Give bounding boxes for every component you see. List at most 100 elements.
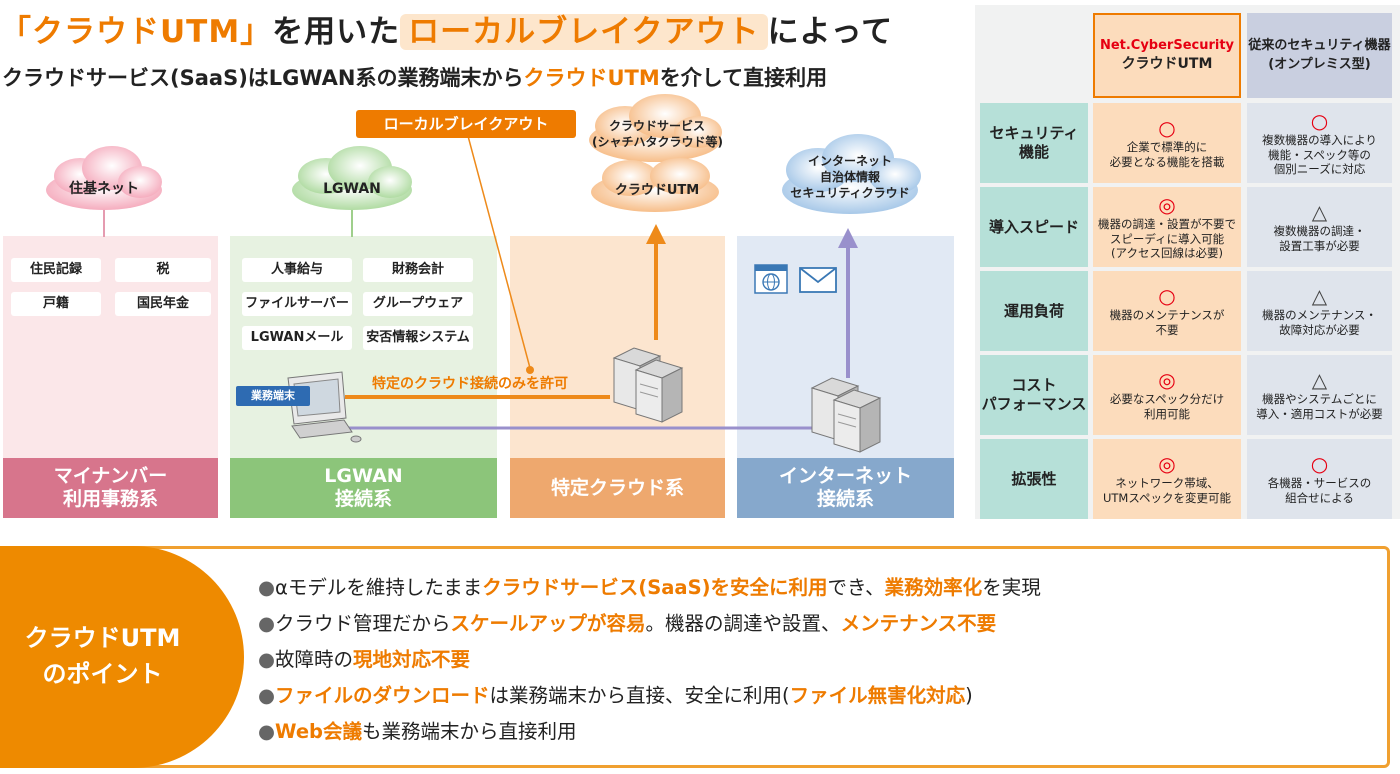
row-head-line: コスト	[1011, 376, 1057, 395]
cell-line: スピーディに導入可能	[1109, 231, 1225, 246]
cell-line: 設置工事が必要	[1279, 239, 1360, 253]
point-item: ●故障時の現地対応不要	[258, 642, 1041, 678]
bullet-icon: ●	[258, 684, 276, 707]
chip: 人事給与	[242, 258, 352, 282]
point-text: は業務端末から直接、安全に利用(	[489, 684, 790, 707]
point-highlight: クラウドサービス(SaaS)を安全に利用	[482, 576, 828, 599]
col-head-line: 従来のセキュリティ機器	[1248, 38, 1391, 54]
row-head: コストパフォーマンス	[980, 355, 1088, 435]
point-item: ●クラウド管理だからスケールアップが容易。機器の調達や設置、メンテナンス不要	[258, 606, 1041, 642]
cell-line: 複数機器の調達・	[1273, 224, 1366, 239]
subhead-text-end: を介して直接利用	[659, 66, 828, 90]
chip: 住民記録	[11, 258, 101, 282]
rating-mark: ◎	[1158, 368, 1176, 393]
bullet-icon: ●	[258, 612, 276, 635]
rating-mark: ○	[1158, 116, 1176, 141]
headline-text-end: によって	[767, 14, 894, 50]
chip: 安否情報システム	[363, 326, 473, 350]
point-item: ●αモデルを維持したままクラウドサービス(SaaS)を安全に利用でき、業務効率化…	[258, 570, 1041, 606]
points-list: ●αモデルを維持したままクラウドサービス(SaaS)を安全に利用でき、業務効率化…	[258, 570, 1041, 750]
cell-line: 企業で標準的に	[1126, 140, 1208, 155]
point-text: 故障時の	[275, 648, 354, 671]
point-highlight: Web会議	[275, 720, 363, 743]
row-head-line: 拡張性	[1011, 469, 1057, 488]
cloud-utm-cell: ◎必要なスペック分だけ利用可能	[1093, 355, 1241, 435]
point-item: ●Web会議も業務端末から直接利用	[258, 714, 1041, 750]
zone-footer-line: インターネット	[778, 465, 912, 488]
zone-lgwan: 人事給与 財務会計 ファイルサーバー グループウェア LGWANメール 安否情報…	[230, 236, 497, 518]
onprem-cell: △機器やシステムごとに導入・適用コストが必要	[1247, 355, 1392, 435]
cell-line: 不要	[1155, 323, 1179, 337]
zone-footer-line: 接続系	[334, 488, 392, 510]
chip: 財務会計	[363, 258, 473, 282]
breakout-pointer	[467, 135, 531, 369]
cell-line: 必要なスペック分だけ	[1109, 392, 1225, 407]
point-text: )	[965, 684, 973, 707]
onprem-cell: ○各機器・サービスの組合せによる	[1247, 439, 1392, 519]
point-highlight: 業務効率化	[884, 576, 983, 599]
point-highlight: 現地対応不要	[353, 648, 471, 671]
zone-footer-line: 接続系	[816, 488, 874, 510]
breakout-pointer-dot	[526, 366, 534, 374]
server-icon	[612, 347, 684, 423]
cloud-utm-cell: ◎機器の調達・設置が不要でスピーディに導入可能(アクセス回線は必要)	[1093, 187, 1241, 267]
cell-line: 複数機器の導入により	[1262, 132, 1377, 147]
cloud-utm-cell: ○企業で標準的に必要となる機能を搭載	[1093, 103, 1241, 183]
cloud-utm	[591, 158, 719, 212]
subheadline: クラウドサービス(SaaS)はLGWAN系の業務端末からクラウドUTMを介して直…	[2, 62, 827, 92]
badge-line: のポイント	[42, 660, 163, 688]
point-highlight: ファイル無害化対応	[789, 684, 966, 707]
cell-line: 必要となる機能を搭載	[1109, 155, 1225, 169]
point-highlight: スケールアップが容易	[450, 612, 646, 635]
mail-envelope-icon	[799, 267, 837, 293]
cell-line: 機器のメンテナンスが	[1109, 308, 1225, 323]
chip: ファイルサーバー	[242, 292, 352, 316]
cell-line: (アクセス回線は必要)	[1111, 246, 1223, 261]
row-head: 拡張性	[980, 439, 1088, 519]
chip: グループウェア	[363, 292, 473, 316]
chip: 戸籍	[11, 292, 101, 316]
col-head-line: (オンプレミス型)	[1268, 56, 1371, 72]
cloud-utm-cell: ○機器のメンテナンスが不要	[1093, 271, 1241, 351]
badge-line: クラウドUTM	[24, 624, 181, 652]
cell-line: 導入・適用コストが必要	[1256, 407, 1383, 421]
row-head-line: 機能	[1018, 143, 1049, 161]
cell-line: ネットワーク帯域、	[1115, 476, 1219, 491]
point-text: でき、	[827, 576, 885, 599]
cell-line: 各機器・サービスの	[1267, 476, 1372, 491]
row-head: 運用負荷	[980, 271, 1088, 351]
onprem-cell: △複数機器の調達・設置工事が必要	[1247, 187, 1392, 267]
point-highlight: ファイルのダウンロード	[275, 684, 490, 707]
col-head-cloud-utm: Net.CyberSecurity クラウドUTM	[1093, 13, 1241, 98]
rating-mark: ◎	[1158, 192, 1176, 217]
cloud-utm-cell: ◎ネットワーク帯域、UTMスペックを変更可能	[1093, 439, 1241, 519]
headline: 「クラウドUTM」を用いたローカルブレイクアウトによって	[0, 6, 893, 51]
server-icon	[810, 377, 882, 453]
point-text: も業務端末から直接利用	[362, 720, 577, 743]
local-breakout-tag: ローカルブレイクアウト	[356, 110, 576, 138]
col-head-title: クラウドUTM	[1121, 56, 1213, 72]
zone-footer-line: LGWAN	[324, 465, 403, 488]
chip: 税	[115, 258, 211, 282]
zone-footer-line: 利用事務系	[62, 488, 158, 510]
cloud-line: クラウドサービス	[608, 119, 705, 133]
cloud-service	[589, 94, 722, 162]
row-head-line: 導入スピード	[988, 217, 1079, 236]
points-badge-label: クラウドUTM のポイント	[0, 620, 205, 692]
row-head: セキュリティ機能	[980, 103, 1088, 183]
zone-footer: マイナンバー利用事務系	[3, 458, 218, 518]
point-item: ●ファイルのダウンロードは業務端末から直接、安全に利用(ファイル無害化対応)	[258, 678, 1041, 714]
point-text: を実現	[982, 576, 1041, 599]
cell-line: 故障対応が必要	[1279, 323, 1360, 337]
cloud-internet-label: インターネット 自治体情報 セキュリティクラウド	[785, 153, 915, 202]
cloud-service-label: クラウドサービス (シャチハタクラウド等)	[592, 118, 723, 150]
points-badge	[0, 546, 244, 768]
chip: 国民年金	[115, 292, 211, 316]
col-head-onprem: 従来のセキュリティ機器 (オンプレミス型)	[1247, 13, 1392, 98]
zone-footer-line: 特定クラウド系	[550, 476, 684, 499]
cloud-internet	[782, 134, 921, 214]
cloud-utm-label: クラウドUTM	[614, 183, 700, 198]
arrow-head	[838, 228, 858, 248]
zone-internet: インターネット接続系	[737, 236, 954, 518]
